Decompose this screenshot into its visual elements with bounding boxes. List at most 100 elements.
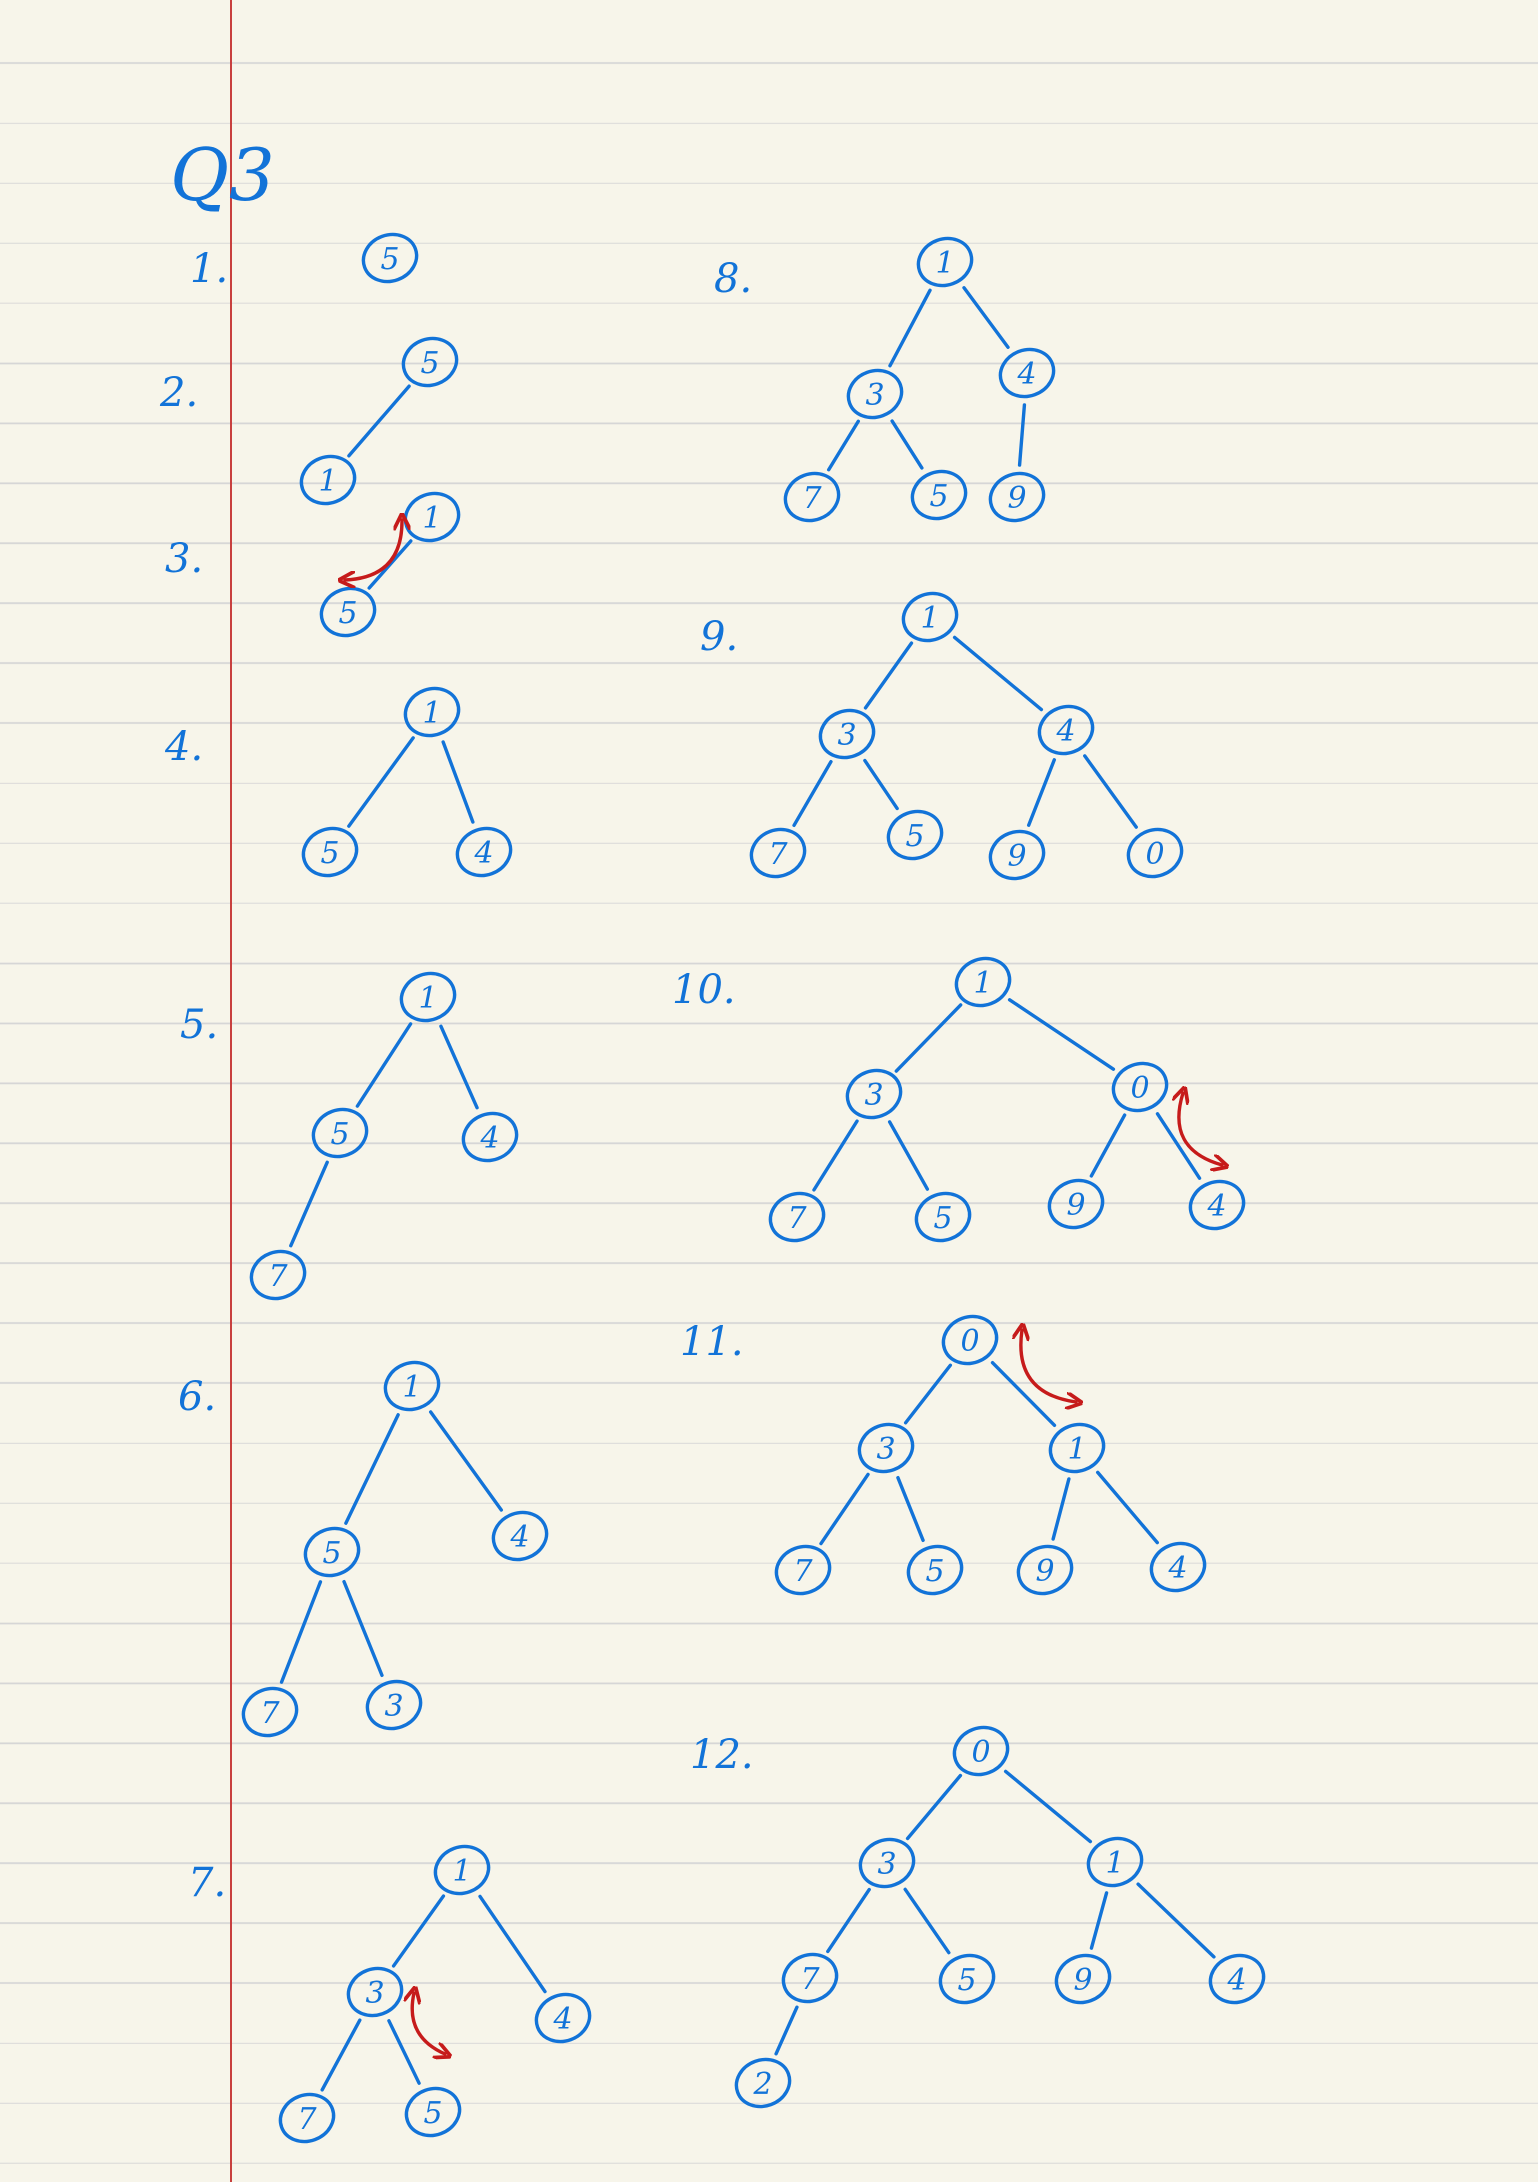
- tree-node-value: 1: [1067, 1432, 1086, 1467]
- tree-node-circle: [301, 826, 359, 878]
- tree-node-circle: [461, 1111, 519, 1163]
- tree-node-value: 0: [971, 1735, 990, 1770]
- step-label: 1.: [190, 246, 228, 292]
- tree-node-circle: [346, 1966, 404, 2018]
- tree-edge: [439, 1024, 479, 1110]
- tree-node-circle: [433, 1844, 491, 1896]
- step-label: 3.: [165, 536, 203, 582]
- tree-node-value: 3: [876, 1432, 895, 1467]
- tree-node-value: 5: [957, 1963, 976, 1998]
- tree-node-value: 7: [793, 1554, 813, 1589]
- tree-edge: [387, 2019, 421, 2085]
- tree-node-value: 1: [920, 601, 939, 636]
- tree-edge: [894, 1003, 963, 1073]
- tree-node-circle: [781, 1952, 839, 2004]
- step-label: 5.: [180, 1002, 218, 1048]
- tree-edge: [478, 1894, 547, 1994]
- tree-node-value: 0: [1145, 837, 1164, 872]
- swap-arrow-icon: [1179, 1093, 1222, 1165]
- tree-node-circle: [319, 586, 377, 638]
- tree-node-circle: [818, 708, 876, 760]
- tree-node-circle: [249, 1249, 307, 1301]
- tree-node-value: 5: [925, 1554, 944, 1589]
- tree-node-value: 3: [877, 1847, 896, 1882]
- tree-edge: [792, 759, 833, 828]
- tree-node-value: 4: [479, 1121, 499, 1156]
- tree-edge: [888, 288, 932, 368]
- step-label: 11.: [680, 1319, 744, 1365]
- tree-node-value: 1: [973, 966, 992, 1001]
- tree-node-value: 4: [1167, 1551, 1187, 1586]
- tree-node-value: 2: [752, 2067, 772, 2102]
- tree-node-value: 1: [935, 246, 954, 281]
- tree-edge: [826, 419, 861, 472]
- tree-node-circle: [749, 827, 807, 879]
- tree-node-circle: [954, 956, 1012, 1008]
- tree-node-value: 1: [452, 1854, 471, 1889]
- tree-edge: [1017, 403, 1027, 467]
- tree-edge: [367, 539, 413, 590]
- tree-node-value: 3: [864, 1078, 883, 1113]
- tree-node-circle: [1208, 1953, 1266, 2005]
- tree-node-circle: [906, 1544, 964, 1596]
- tree-node-circle: [938, 1953, 996, 2005]
- tree-node-circle: [1126, 827, 1184, 879]
- tree-node-value: 7: [800, 1962, 820, 1997]
- step-label: 10.: [672, 967, 736, 1013]
- tree-node-circle: [774, 1544, 832, 1596]
- tree-node-value: 1: [422, 501, 441, 536]
- tree-node-value: 5: [905, 819, 924, 854]
- tree-edge: [320, 2018, 362, 2092]
- tree-edge: [952, 635, 1044, 712]
- tree-edge: [903, 1363, 953, 1425]
- tree-node-circle: [858, 1837, 916, 1889]
- tree-edge: [1003, 1769, 1093, 1844]
- tree-edge: [441, 740, 475, 824]
- tree-node-circle: [768, 1191, 826, 1243]
- tree-edge: [347, 736, 415, 828]
- tree-node-circle: [1054, 1953, 1112, 2005]
- tree-node-value: 5: [322, 1536, 341, 1571]
- tree-edge: [355, 1022, 413, 1108]
- tree-node-circle: [857, 1422, 915, 1474]
- tree-node-value: 3: [865, 378, 884, 413]
- tree-node-circle: [404, 2086, 462, 2138]
- tree-node-circle: [941, 1314, 999, 1366]
- tree-node-value: 3: [365, 1976, 384, 2011]
- tree-node-value: 1: [418, 981, 437, 1016]
- tree-node-value: 5: [338, 596, 357, 631]
- tree-node-circle: [998, 347, 1056, 399]
- tree-edge: [905, 1773, 963, 1841]
- tree-node-value: 9: [1066, 1188, 1085, 1223]
- tree-node-circle: [952, 1725, 1010, 1777]
- tree-node-circle: [1047, 1178, 1105, 1230]
- tree-node-circle: [916, 236, 974, 288]
- tree-edge: [826, 1887, 871, 1954]
- tree-node-value: 5: [929, 479, 948, 514]
- tree-node-circle: [534, 1992, 592, 2044]
- tree-edge: [863, 758, 899, 811]
- tree-node-value: 5: [420, 346, 439, 381]
- tree-edge: [1096, 1470, 1159, 1545]
- tree-edge: [1007, 998, 1116, 1071]
- tree-node-value: 7: [787, 1201, 807, 1236]
- tree-edge: [774, 2005, 799, 2056]
- tree-node-value: 4: [552, 2002, 572, 2037]
- tree-node-value: 9: [1073, 1963, 1092, 1998]
- swap-arrow-icon: [412, 1993, 445, 2054]
- tree-node-circle: [365, 1679, 423, 1731]
- step-3: 3.15: [165, 491, 461, 638]
- tree-node-circle: [910, 469, 968, 521]
- tree-edge: [428, 1410, 504, 1512]
- tree-node-value: 1: [318, 464, 337, 499]
- tree-edge: [890, 419, 924, 470]
- question-title: Q3: [170, 133, 275, 217]
- tree-node-value: 7: [802, 481, 822, 516]
